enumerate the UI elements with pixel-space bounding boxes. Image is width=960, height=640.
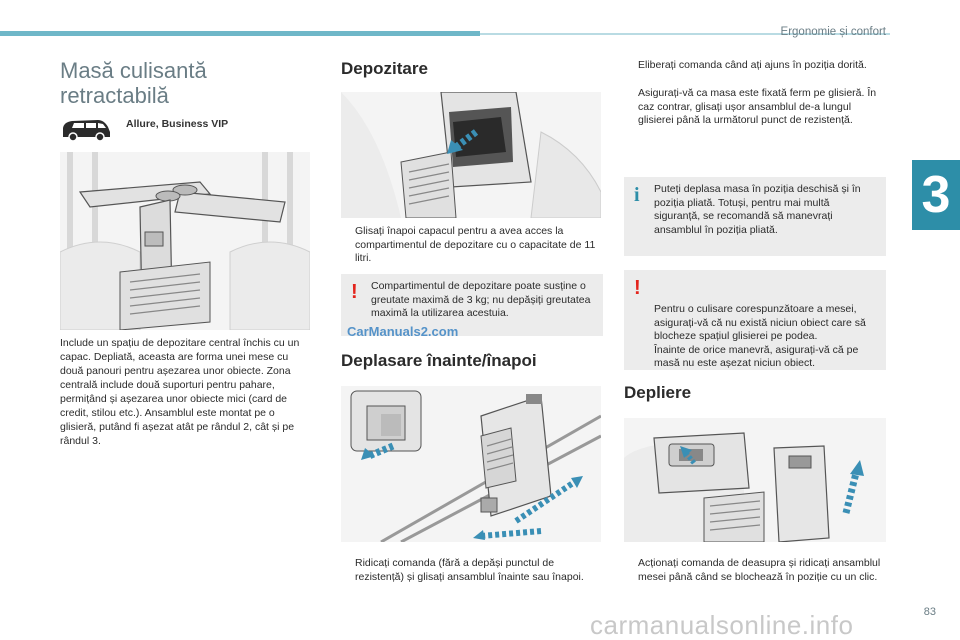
- sliding-table-illustration: [60, 152, 310, 330]
- intro-paragraph: Include un spațiu de depozitare central …: [60, 337, 300, 447]
- header-rule: [480, 33, 890, 35]
- info-note: i Puteți deplasa masa în poziția deschis…: [624, 177, 886, 256]
- slide-heading: Deplasare înainte/înapoi: [341, 351, 537, 370]
- van-icon: [60, 116, 112, 144]
- storage-illustration: [341, 92, 601, 218]
- bullet-marker: [624, 59, 638, 73]
- unfold-step: Acționați comanda de deasupra și ridicaț…: [624, 557, 886, 584]
- release-step: Eliberați comanda când ați ajuns în pozi…: [624, 59, 886, 73]
- bullet-marker: [341, 557, 355, 584]
- slide-warning-note: ! Pentru o culisare corespunzătoare a me…: [624, 270, 886, 370]
- unfold-illustration: [624, 418, 886, 542]
- storage-step: Glisați înapoi capacul pentru a avea acc…: [341, 225, 603, 266]
- storage-heading: Depozitare: [341, 59, 428, 78]
- trim-level-label: Allure, Business VIP: [126, 118, 229, 130]
- page-number: 83: [923, 606, 936, 618]
- storage-warning-note: ! Compartimentul de depozitare poate sus…: [341, 274, 603, 336]
- bullet-marker: [341, 225, 355, 266]
- chapter-title: Ergonomie și confort: [780, 26, 886, 38]
- header-accent-bar: [0, 31, 480, 36]
- chapter-number-tab: 3: [912, 160, 960, 230]
- slide-step: Ridicați comanda (fără a depăși punctul …: [341, 557, 603, 584]
- bullet-marker: [624, 557, 638, 584]
- watermark-link[interactable]: CarManuals2.com: [347, 324, 459, 339]
- bullet-marker: [624, 87, 638, 128]
- unfold-heading: Depliere: [624, 383, 692, 402]
- page-title: Masă culisantă retractabilă: [60, 58, 207, 108]
- footer-watermark: carmanualsonline.info: [590, 610, 854, 640]
- info-icon: i: [634, 184, 640, 206]
- warning-icon: !: [351, 281, 358, 303]
- warning-icon: !: [634, 277, 641, 299]
- secure-step: Asigurați-vă ca masa este fixată ferm pe…: [624, 87, 886, 128]
- slide-illustration: [341, 386, 601, 542]
